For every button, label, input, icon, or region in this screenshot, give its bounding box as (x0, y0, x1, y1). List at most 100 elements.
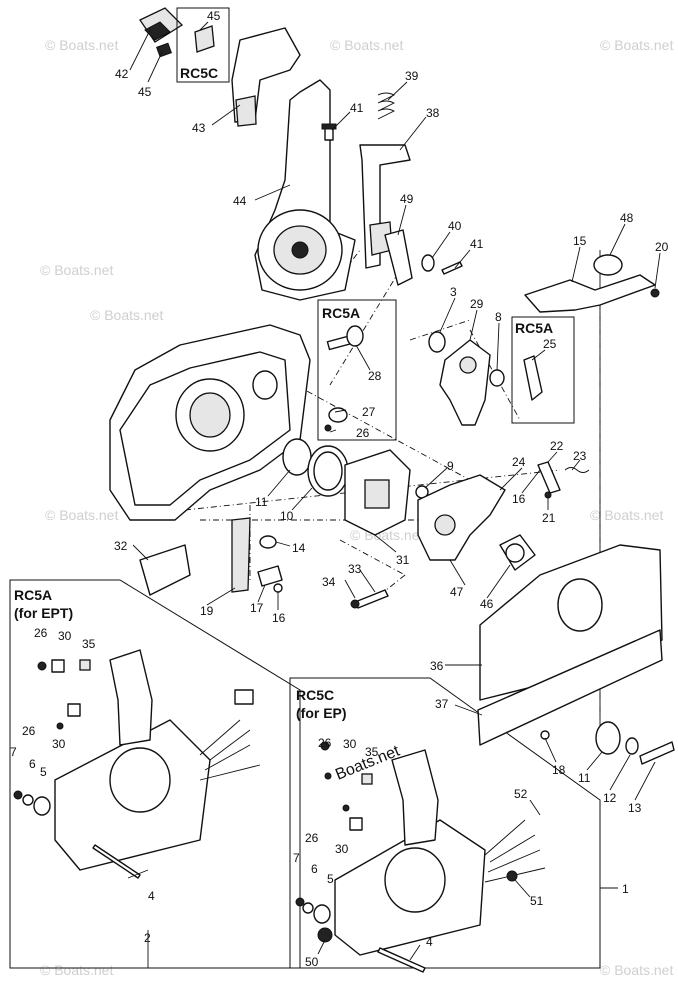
callout-17: 17 (250, 601, 264, 615)
callout-14: 14 (292, 541, 306, 555)
bolt-13 (639, 741, 675, 765)
callout-52: 52 (514, 787, 528, 801)
callout-27: 27 (362, 405, 376, 419)
callout-28: 28 (368, 369, 382, 383)
callout-4: 4 (148, 889, 155, 903)
callout-34: 34 (322, 575, 336, 589)
callout-labels: 45 42 45 43 44 39 41 38 49 40 41 48 15 2… (10, 9, 669, 969)
box-label: RC5A (515, 320, 553, 336)
callout-35: 35 (365, 745, 379, 759)
callout-48: 48 (620, 211, 634, 225)
callout-26: 26 (318, 736, 332, 750)
callout-35: 35 (82, 637, 96, 651)
callout-26: 26 (356, 426, 370, 440)
plate-17 (257, 565, 283, 587)
gear-31 (344, 449, 411, 536)
plate-46 (499, 534, 536, 571)
callout-13: 13 (628, 801, 642, 815)
ring-11b (595, 721, 621, 755)
spring-39 (377, 92, 396, 120)
callout-38: 38 (426, 106, 440, 120)
bracket-47 (417, 474, 506, 561)
box-label: RC5C (296, 687, 334, 703)
callout-47: 47 (450, 585, 464, 599)
callout-11: 11 (255, 495, 268, 509)
callout-6: 6 (29, 757, 36, 771)
pin-14 (259, 535, 277, 549)
callout-30: 30 (343, 737, 357, 751)
rc5a-pin-box: RC5A (317, 299, 397, 441)
callout-7: 7 (10, 745, 17, 759)
cover-37 (477, 629, 663, 746)
rc5a-lever-box: RC5A (511, 316, 575, 424)
callout-16: 16 (512, 492, 526, 506)
callout-26: 26 (305, 831, 319, 845)
callout-41: 41 (470, 237, 484, 251)
callout-7: 7 (293, 851, 300, 865)
callout-30: 30 (58, 629, 72, 643)
callout-50: 50 (305, 955, 319, 969)
callout-9: 9 (447, 459, 454, 473)
bar-19 (231, 517, 251, 593)
ring-3 (428, 331, 446, 353)
rc5a-ept-box: RC5A (for EPT) (13, 587, 261, 879)
watermark: © Boats.net (590, 507, 663, 523)
callout-3: 3 (450, 285, 457, 299)
watermark: © Boats.net (45, 507, 118, 523)
bolt-18 (540, 730, 550, 740)
callout-1: 1 (622, 882, 629, 896)
callout-29: 29 (470, 297, 484, 311)
callout-49: 49 (400, 192, 414, 206)
watermark: © Boats.net (330, 37, 403, 53)
callout-25: 25 (543, 337, 557, 351)
callout-12: 12 (603, 791, 617, 805)
callout-32: 32 (114, 539, 128, 553)
rc5c-top-box: RC5C (176, 7, 230, 83)
callout-41: 41 (350, 101, 364, 115)
watermark: © Boats.net (45, 37, 118, 53)
callout-21: 21 (542, 511, 556, 525)
callout-30: 30 (335, 842, 349, 856)
ring-11a (282, 438, 312, 476)
bracket-32 (139, 544, 191, 596)
handle-arm-44 (254, 79, 356, 301)
box-label: RC5A (322, 305, 360, 321)
callout-44: 44 (233, 194, 247, 208)
callout-8: 8 (495, 310, 502, 324)
handle-cap-42 (139, 7, 184, 58)
callout-15: 15 (573, 234, 587, 248)
callout-45: 45 (207, 9, 221, 23)
callout-46: 46 (480, 597, 494, 611)
callout-23: 23 (573, 449, 587, 463)
watermark: © Boats.net (600, 37, 673, 53)
rc5c-ep-box: RC5C (for EP) (295, 687, 546, 973)
callout-37: 37 (435, 697, 449, 711)
callout-11: 11 (578, 771, 591, 785)
main-housing (109, 324, 311, 521)
bolt-33-34 (350, 589, 389, 609)
callout-36: 36 (430, 659, 444, 673)
callout-10: 10 (280, 509, 294, 523)
callout-31: 31 (396, 553, 410, 567)
leader-lines (127, 21, 661, 961)
callout-33: 33 (348, 562, 362, 576)
handle-grip-43 (231, 27, 301, 127)
callout-42: 42 (115, 67, 129, 81)
callout-5: 5 (40, 765, 47, 779)
callout-16: 16 (272, 611, 286, 625)
washer-12 (625, 737, 639, 755)
bolt-16b (273, 583, 283, 593)
callout-4: 4 (426, 935, 433, 949)
callout-19: 19 (200, 604, 214, 618)
callout-40: 40 (448, 219, 462, 233)
callout-22: 22 (550, 439, 564, 453)
box-label: (for EP) (296, 705, 347, 721)
box-label: (for EPT) (14, 605, 73, 621)
callout-39: 39 (405, 69, 419, 83)
watermark: © Boats.net (40, 262, 113, 278)
callout-6: 6 (311, 862, 318, 876)
callout-5: 5 (327, 872, 334, 886)
callout-2: 2 (144, 931, 151, 945)
parts-22-23-24-21 (537, 461, 590, 499)
